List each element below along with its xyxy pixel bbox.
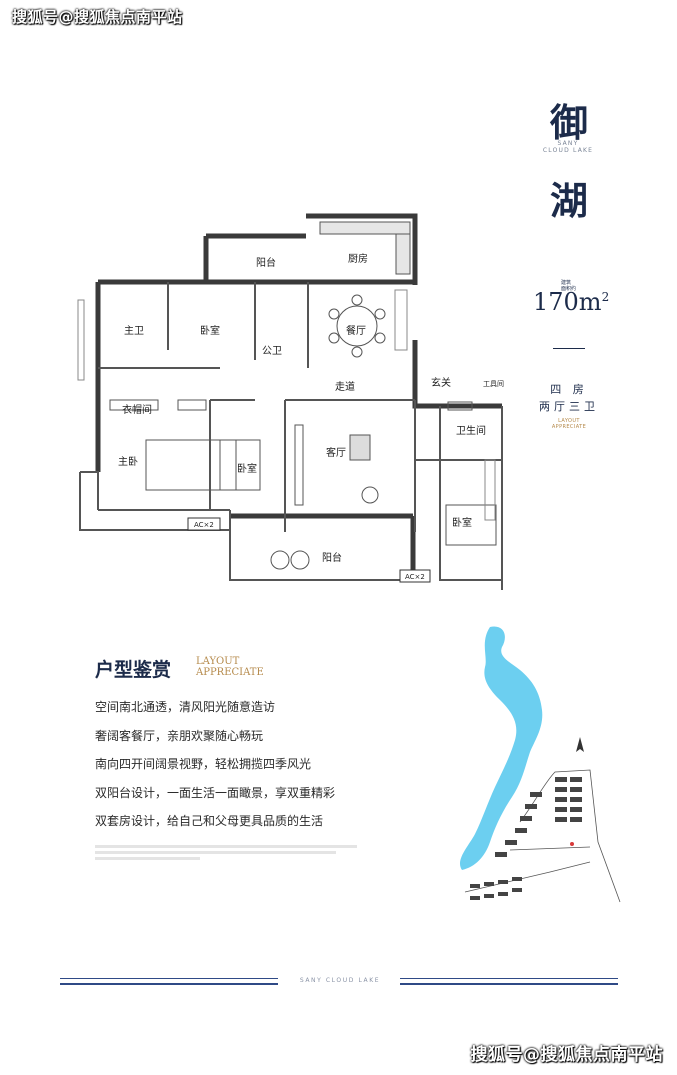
room-corridor: 走道 — [335, 380, 355, 393]
inner-walls — [79, 282, 503, 590]
layout-mini-line-2: APPRECIATE — [551, 424, 587, 430]
room-dining: 餐厅 — [346, 324, 366, 337]
brand-char-2: 湖 — [549, 178, 588, 223]
room-balcony-south: 阳台 — [322, 551, 342, 564]
footer-rule-right — [400, 978, 618, 985]
area-value: 170m2 — [533, 288, 609, 316]
site-buildings — [470, 777, 582, 900]
room-bedroom-middle: 卧室 — [237, 462, 257, 475]
room-living: 客厅 — [326, 446, 346, 459]
north-arrow — [576, 737, 584, 752]
fixtures — [109, 221, 497, 570]
ac-unit-1 — [187, 517, 221, 531]
watermark-bottom: 搜狐号@搜狐焦点南平站 — [470, 1045, 663, 1065]
area-label-line-2: 面积约 — [561, 286, 577, 292]
section-heading-en: LAYOUT APPRECIATE — [196, 656, 264, 678]
floor-plan: 阳台 厨房 主卫 卧室 公卫 餐厅 走道 玄关 工具间 衣帽间 主卧 卧室 客厅… — [77, 213, 504, 590]
section-heading: 户型鉴赏 — [95, 659, 172, 681]
area-sup: 2 — [601, 290, 610, 304]
footer-brand: SANY CLOUD LAKE — [299, 977, 381, 984]
area-divider — [553, 348, 585, 349]
ac-label-1: AC×2 — [194, 521, 214, 529]
room-master-bath: 主卫 — [124, 325, 144, 337]
ac-label-2: AC×2 — [405, 573, 425, 581]
room-closet: 衣帽间 — [122, 403, 152, 416]
watermark-top: 搜狐号@搜狐焦点南平站 — [12, 8, 183, 26]
section-heading-en-line-2: APPRECIATE — [196, 667, 264, 678]
lake-shape — [459, 626, 543, 870]
room-bedroom-east: 卧室 — [452, 516, 472, 529]
feature-line-3: 南向四开间阔景视野，轻松拥揽四季风光 — [95, 757, 312, 771]
rooms-line-2: 两厅三卫 — [539, 400, 599, 413]
footer-rule-left — [60, 978, 278, 985]
room-bathroom-east: 卫生间 — [456, 424, 486, 437]
feature-line-4: 双阳台设计，一面生活一面瞰景，享双重精彩 — [95, 786, 336, 800]
windows — [77, 289, 496, 521]
room-tool-room: 工具间 — [483, 380, 504, 388]
ac-unit-2 — [399, 569, 431, 583]
area-label-line-1: 建筑 — [561, 280, 572, 286]
site-marker — [570, 842, 574, 846]
outer-walls — [95, 213, 502, 570]
room-entrance: 玄关 — [431, 376, 451, 389]
room-master-bedroom: 主卧 — [118, 455, 138, 468]
layout-mini-label: LAYOUT APPRECIATE — [539, 418, 599, 430]
rooms-line-1: 四 房 — [550, 383, 588, 396]
room-balcony-north: 阳台 — [256, 256, 276, 269]
feature-line-5: 双套房设计，给自己和父母更具品质的生活 — [95, 814, 324, 828]
room-public-bath: 公卫 — [262, 346, 282, 357]
layout-mini-line-1: LAYOUT — [558, 418, 580, 424]
section-heading-en-line-1: LAYOUT — [196, 656, 240, 667]
feature-line-1: 空间南北通透，清风阳光随意造访 — [95, 700, 276, 714]
room-bedroom-north: 卧室 — [200, 324, 220, 337]
site-map — [459, 626, 621, 903]
disclaimer-fineprint — [95, 842, 357, 863]
brand-char-1: 御 — [549, 100, 588, 145]
brand-subtitle-line-2: CLOUD LAKE — [542, 147, 594, 154]
area-label: 建筑 面积约 — [561, 280, 576, 292]
brand-subtitle: SANY CLOUD LAKE — [524, 140, 612, 154]
brand-subtitle-line-1: SANY — [557, 140, 579, 147]
room-kitchen: 厨房 — [348, 252, 368, 265]
feature-line-2: 奢阔客餐厅，亲朋欢聚随心畅玩 — [95, 729, 264, 743]
area-number: 170m — [533, 288, 602, 316]
